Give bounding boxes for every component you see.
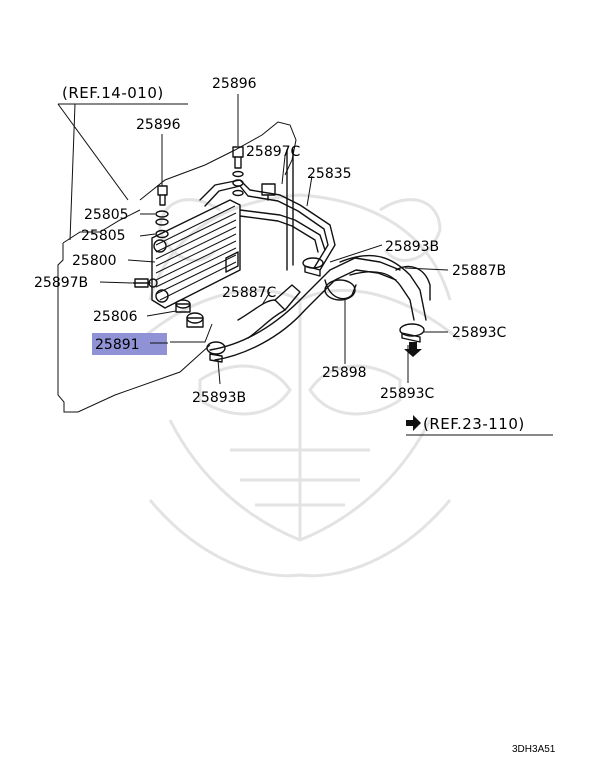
watermark-emblem — [139, 193, 461, 578]
label-25800: 25800 — [72, 253, 117, 269]
arrow-down-icon — [404, 342, 422, 357]
hose-25887b — [339, 254, 431, 321]
label-25898: 25898 — [322, 365, 367, 381]
clamp-25893b-bottom — [206, 341, 226, 363]
highlight-25891 — [92, 333, 167, 355]
label-25887b: 25887B — [452, 263, 506, 279]
label-25897b: 25897B — [34, 275, 88, 291]
label-25891: 25891 — [95, 337, 140, 353]
ref-leader-a — [57, 103, 129, 201]
label-25896-top: 25896 — [212, 76, 257, 92]
label-25805-a: 25805 — [84, 207, 129, 223]
bolt-25897b — [132, 278, 158, 288]
ref-leader-b — [69, 103, 76, 241]
ref-label-top: (REF.14-010) — [62, 84, 164, 102]
label-25805-b: 25805 — [81, 228, 126, 244]
oil-cooler-core — [151, 199, 241, 309]
oil-pipe-25835 — [199, 149, 336, 271]
engine-silhouette-top — [139, 121, 297, 201]
diagram-code: 3DH3A51 — [512, 744, 556, 755]
label-25806: 25806 — [93, 309, 138, 325]
engine-silhouette-notch — [62, 209, 141, 244]
ref-label-bottom: (REF.23-110) — [423, 415, 525, 433]
clamp-25893b-right — [302, 257, 324, 277]
pipe-25898 — [209, 257, 401, 361]
plug-25806 — [175, 299, 204, 328]
label-25835: 25835 — [307, 166, 352, 182]
label-25893c-bottom: 25893C — [380, 386, 435, 402]
label-25893c-right: 25893C — [452, 325, 507, 341]
label-25893b-bottom: 25893B — [192, 390, 246, 406]
arrow-right-icon — [406, 415, 421, 431]
clamp-25893c-right — [399, 323, 425, 343]
label-25893b-right: 25893B — [385, 239, 439, 255]
label-25896: 25896 — [136, 117, 181, 133]
hose-25887c — [237, 284, 301, 339]
engine-silhouette — [57, 243, 211, 413]
label-25897c-top: 25897C — [246, 144, 301, 160]
bolt-25896-lower — [155, 185, 169, 239]
label-25887c: 25887C — [222, 285, 277, 301]
ref-label-bottom-group: (REF.23-110) — [406, 415, 553, 436]
